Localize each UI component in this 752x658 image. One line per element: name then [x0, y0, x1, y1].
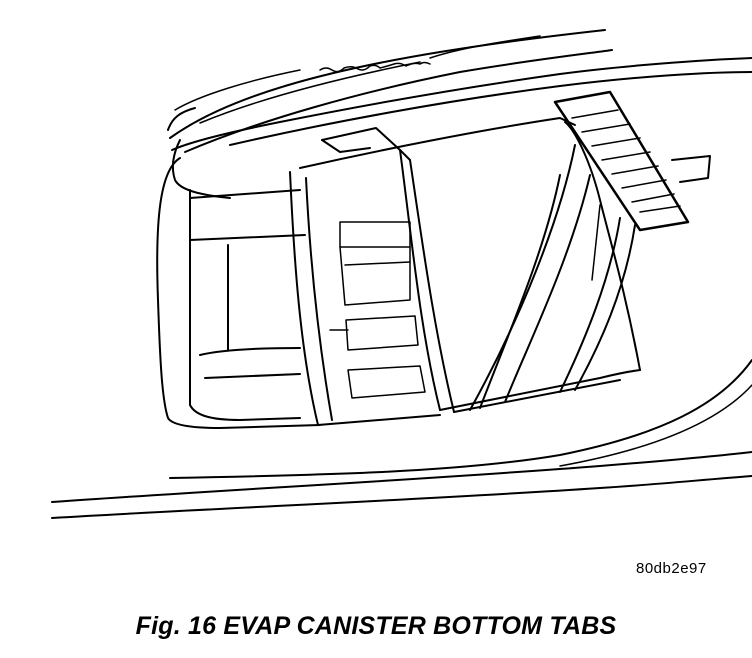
figure-reference-code: 80db2e97: [636, 560, 707, 577]
figure-caption: Fig. 16 EVAP CANISTER BOTTOM TABS: [135, 612, 617, 640]
canister-body: [289, 117, 641, 426]
canister-housing: [156, 157, 321, 429]
lower-body-panel: [51, 359, 752, 519]
evap-canister-illustration: [51, 29, 752, 519]
upper-body-panel: [167, 29, 752, 199]
bottom-tabs: [329, 221, 426, 399]
ribbed-bracket: [553, 90, 711, 232]
